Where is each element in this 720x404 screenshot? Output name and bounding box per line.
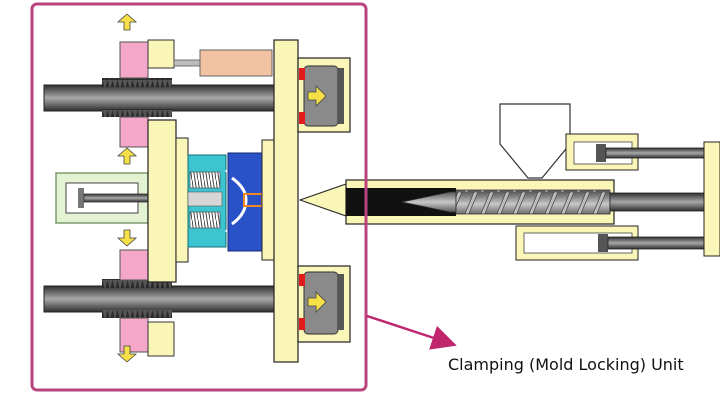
upper-tie-bar [43, 84, 281, 112]
clamping-unit-caption: Clamping (Mold Locking) Unit [448, 355, 684, 374]
injection-back-plate [703, 141, 720, 257]
upper-tie-bar-thread [102, 78, 172, 87]
hopper [499, 103, 571, 179]
lower-tie-bar-thread-lower [102, 310, 172, 318]
lower-split-nut-top [119, 249, 149, 281]
down-arrow-icon [116, 229, 138, 247]
up-arrow-icon [116, 147, 138, 165]
up-arrow-icon [116, 13, 138, 31]
down-arrow-icon [116, 345, 138, 363]
stationary-platen [273, 39, 299, 363]
clamping-unit-highlight-frame [30, 2, 368, 392]
right-arrow-icon [307, 291, 327, 313]
screw [455, 189, 611, 215]
lower-tie-bar [43, 285, 281, 313]
mold-fixed-half [227, 152, 263, 252]
screw-shaft [609, 192, 705, 212]
upper-nut-cap [147, 39, 175, 69]
nozzle [298, 183, 347, 217]
clamping-unit [43, 13, 351, 363]
stationary-platen-plate [261, 139, 275, 261]
upper-split-nut-top [119, 41, 149, 79]
injection-unit [298, 103, 720, 261]
callout-arrow-icon [366, 314, 457, 350]
lower-tie-bar-thread [102, 279, 172, 288]
hydraulic-cylinder [55, 172, 151, 224]
lower-injection-cylinder [515, 225, 707, 261]
nut-actuator-rod [173, 59, 203, 67]
nut-actuator [199, 49, 273, 77]
mold-movable-half [187, 154, 240, 248]
moving-platen-plate [175, 137, 189, 263]
right-arrow-icon [307, 85, 327, 107]
moving-platen [147, 119, 177, 283]
lower-nut-cap [147, 321, 175, 357]
upper-tie-bar-thread-lower [102, 109, 172, 117]
upper-injection-cylinder [565, 133, 707, 171]
upper-split-nut-bottom [119, 116, 149, 148]
